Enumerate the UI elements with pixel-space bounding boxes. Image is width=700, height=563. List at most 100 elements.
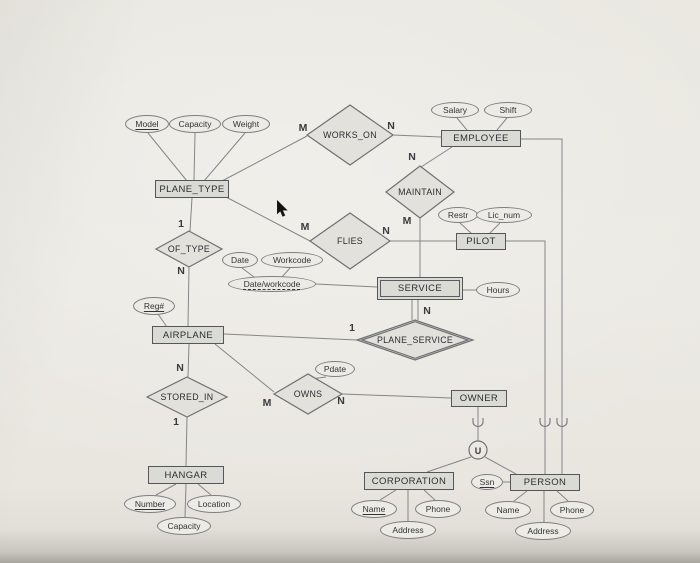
attribute-salary: Salary xyxy=(431,102,479,118)
relationship-maintain-label: MAINTAIN xyxy=(398,187,442,197)
attribute-capacity_hangar: Capacity xyxy=(157,517,211,535)
cardinality-label: M xyxy=(300,221,310,233)
attribute-number-label: Number xyxy=(134,499,166,509)
cardinality-label: 1 xyxy=(349,322,355,334)
attribute-workcode-label: Workcode xyxy=(272,255,312,265)
attribute-address_corp: Address xyxy=(380,521,436,539)
attribute-capacity_plane: Capacity xyxy=(169,115,221,133)
attribute-restr-label: Restr xyxy=(447,210,469,220)
subset-symbol xyxy=(556,418,568,427)
cardinality-label: 1 xyxy=(178,218,184,230)
entity-hangar-label: HANGAR xyxy=(164,469,208,481)
edge-shift-employee xyxy=(496,117,508,131)
edge-stored_in-hangar xyxy=(185,416,188,467)
relationship-owns-diamond xyxy=(272,373,344,415)
edge-airplane-stored_in xyxy=(187,343,190,378)
relationship-plane_service-diamond xyxy=(355,319,475,361)
attribute-workcode: Workcode xyxy=(261,252,323,268)
entity-hangar: HANGAR xyxy=(148,466,224,484)
relationship-stored_in-label: STORED_IN xyxy=(160,392,214,402)
entity-plane_type-label: PLANE_TYPE xyxy=(159,183,225,195)
edge-airplane-plane_service xyxy=(223,333,358,341)
attribute-pdate: Pdate xyxy=(315,361,355,377)
cardinality-label: N xyxy=(382,225,390,237)
edge-union-person xyxy=(484,456,517,475)
cardinality-label: 1 xyxy=(173,416,179,428)
entity-owner: OWNER xyxy=(451,390,507,407)
edge-salary-employee xyxy=(456,117,468,131)
edge-capacity-plane_type xyxy=(193,132,196,182)
attribute-hours: Hours xyxy=(476,282,520,298)
edge-plane_type-of_type xyxy=(189,197,193,232)
relationship-of_type-diamond xyxy=(154,230,224,268)
attribute-date_workcode: Date/workcode xyxy=(228,276,316,292)
edge-hangar-capacity xyxy=(184,483,187,518)
entity-plane_type: PLANE_TYPE xyxy=(155,180,229,198)
attribute-phone_corp-label: Phone xyxy=(425,504,451,514)
relationship-maintain-diamond xyxy=(385,165,455,219)
relationship-flies-label: FLIES xyxy=(337,236,363,246)
cardinality-label: N xyxy=(387,120,395,132)
attribute-lic_num-label: Lic_num xyxy=(487,210,521,220)
edge-plane_type-flies xyxy=(225,196,311,242)
attribute-address_person: Address xyxy=(515,522,571,540)
edge-person-phone xyxy=(556,490,569,502)
cardinality-label: N xyxy=(177,265,185,277)
edge-union-corporation xyxy=(426,456,472,473)
relationship-of_type-label: OF_TYPE xyxy=(167,244,211,254)
relationship-stored_in-diamond xyxy=(145,376,229,418)
edge-employee-maintain xyxy=(420,146,453,168)
entity-service-label: SERVICE xyxy=(397,283,443,294)
attribute-reg-label: Reg# xyxy=(143,301,165,311)
attribute-model-label: Model xyxy=(135,119,159,129)
cardinality-label: N xyxy=(423,305,431,317)
edge-hangar-number xyxy=(155,483,177,496)
attribute-ssn: Ssn xyxy=(471,474,503,490)
relationship-flies-diamond xyxy=(308,212,392,270)
attribute-ssn-label: Ssn xyxy=(479,477,495,487)
attribute-name_person: Name xyxy=(485,501,531,519)
cardinality-label: M xyxy=(298,122,308,134)
cardinality-label: M xyxy=(402,215,412,227)
attribute-reg: Reg# xyxy=(133,297,175,315)
attribute-number: Number xyxy=(124,495,176,513)
attribute-shift-label: Shift xyxy=(499,105,517,115)
attribute-pdate-label: Pdate xyxy=(323,364,347,374)
edge-date-date_workcode xyxy=(241,267,255,278)
attribute-phone_person: Phone xyxy=(550,501,594,519)
edge-plane_type-works_on xyxy=(221,135,308,182)
attribute-date: Date xyxy=(222,252,258,268)
entity-pilot: PILOT xyxy=(456,233,506,250)
attribute-date_workcode-label: Date/workcode xyxy=(243,279,301,289)
relationship-works_on-diamond xyxy=(305,104,395,166)
edge-lic_num-pilot xyxy=(488,222,501,235)
attribute-name_corp-label: Name xyxy=(362,504,386,514)
entity-person: PERSON xyxy=(510,474,580,491)
edge-restr-pilot xyxy=(459,222,473,235)
attribute-phone_person-label: Phone xyxy=(559,505,585,515)
attribute-weight: Weight xyxy=(222,115,270,133)
union-circle xyxy=(468,440,488,460)
entity-airplane-label: AIRPLANE xyxy=(162,329,214,341)
relationship-plane_service-label: PLANE_SERVICE xyxy=(376,335,454,345)
edge-pilot-person-subclass xyxy=(506,240,546,475)
entity-person-label: PERSON xyxy=(523,477,567,488)
entity-employee-label: EMPLOYEE xyxy=(453,133,509,144)
attribute-name_corp: Name xyxy=(351,500,397,518)
edge-of_type-airplane xyxy=(187,266,190,327)
attribute-name_person-label: Name xyxy=(496,505,520,515)
relationship-plane_service-inner-diamond xyxy=(360,321,470,359)
attribute-weight-label: Weight xyxy=(232,119,260,129)
attribute-location-label: Location xyxy=(197,499,231,509)
edge-hangar-location xyxy=(197,483,212,496)
mouse-cursor-icon xyxy=(277,200,288,217)
cardinality-label: N xyxy=(408,151,416,163)
edge-weight-plane_type xyxy=(203,132,246,182)
subset-symbol xyxy=(539,418,551,427)
edge-reg-airplane xyxy=(157,313,168,328)
edge-model-plane_type xyxy=(147,132,188,182)
attribute-capacity_hangar-label: Capacity xyxy=(167,521,201,531)
attribute-lic_num: Lic_num xyxy=(476,207,532,223)
